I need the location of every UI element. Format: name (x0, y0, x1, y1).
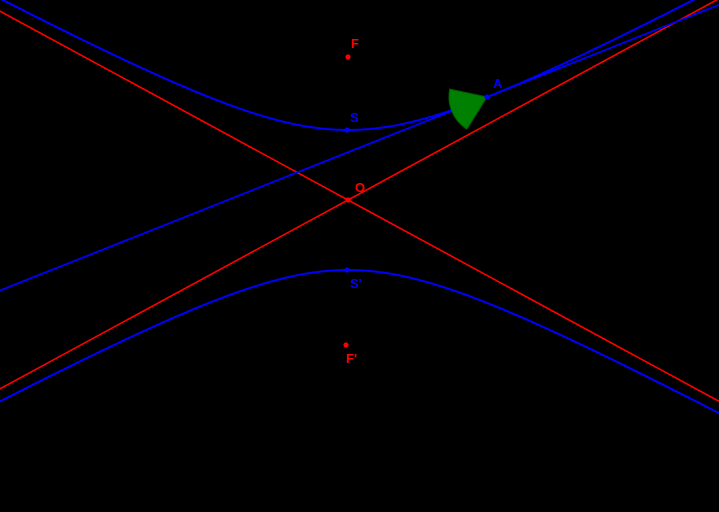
point-S2[interactable] (344, 267, 350, 273)
point-O[interactable] (345, 197, 351, 203)
tangent-line[interactable] (0, 1, 719, 295)
hyperbola-upper-branch[interactable] (0, 0, 719, 131)
point-S[interactable] (344, 127, 350, 133)
hyperbola-lower-branch[interactable] (0, 269, 719, 418)
angle-sector[interactable] (448, 88, 488, 130)
point-label-S: S (350, 110, 359, 125)
point-label-S2: S' (350, 276, 362, 291)
point-label-O: O (355, 180, 366, 195)
point-F[interactable] (345, 54, 351, 60)
point-A[interactable] (484, 94, 490, 100)
point-F2[interactable] (343, 342, 349, 348)
asymptote-line-2[interactable] (0, 0, 719, 394)
point-label-F2: F' (346, 351, 358, 366)
asymptote-line-1[interactable] (0, 6, 719, 407)
point-label-A: A (493, 76, 503, 91)
point-label-F: F (351, 36, 359, 51)
